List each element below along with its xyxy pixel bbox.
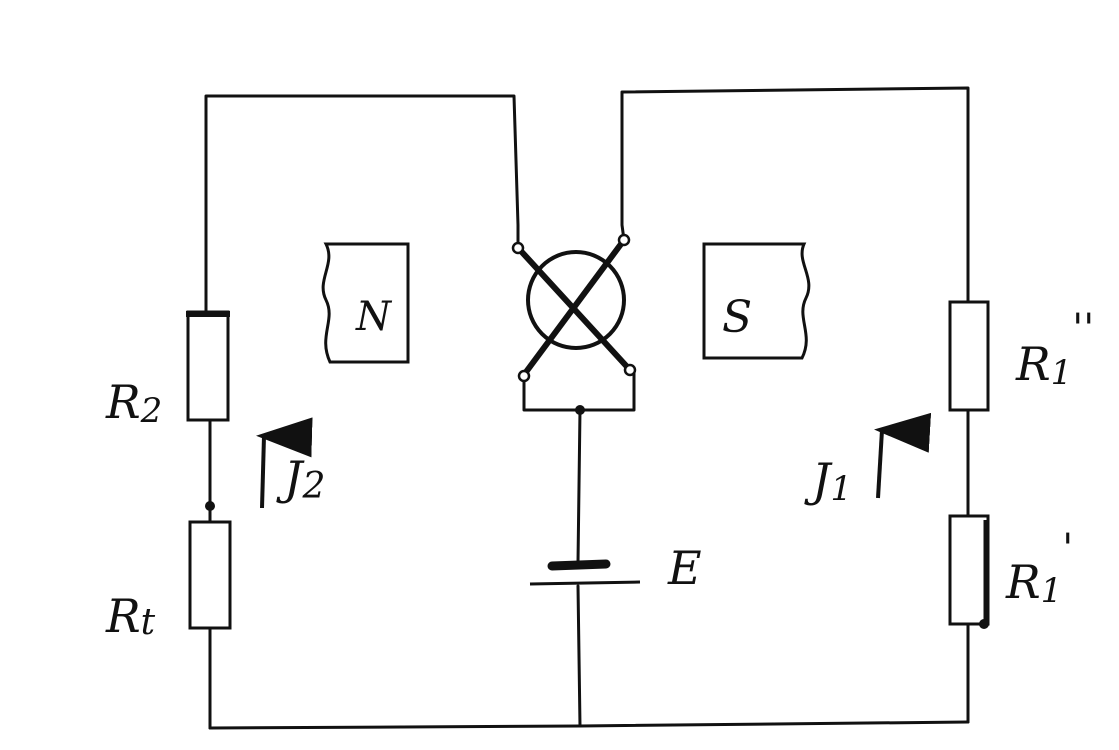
right-bottom-node (979, 619, 989, 629)
crossed-coil-meter (511, 233, 637, 383)
left-top-wire (204, 94, 520, 314)
label-rt: Rt (105, 589, 156, 643)
left-series-node (205, 501, 215, 511)
resistor-r1-upper (948, 300, 990, 412)
south-pole (702, 242, 811, 360)
right-top-wire (620, 86, 970, 304)
current-arrow-i2 (256, 417, 313, 509)
south-pole-label: S (722, 292, 752, 343)
north-pole-label: N (355, 294, 393, 340)
current-arrow-i1 (874, 412, 932, 499)
north-pole (321, 242, 410, 364)
resistor-r1-lower (948, 514, 990, 626)
center-junction (575, 405, 585, 415)
resistor-r2 (186, 310, 230, 422)
resistor-rt (188, 520, 232, 630)
source-label: E (667, 541, 702, 595)
meter-output-wire (522, 370, 636, 412)
label-i1: J1 (804, 453, 852, 509)
label-i2: J2 (276, 451, 325, 507)
bottom-rail (208, 720, 970, 730)
center-upper-wire (576, 408, 582, 564)
label-r2: R2 (105, 375, 162, 431)
label-r1-upper: R1'' (1015, 306, 1094, 393)
center-lower-wire (576, 584, 582, 728)
label-r1-lower: R1' (1005, 526, 1073, 611)
battery (529, 559, 641, 586)
